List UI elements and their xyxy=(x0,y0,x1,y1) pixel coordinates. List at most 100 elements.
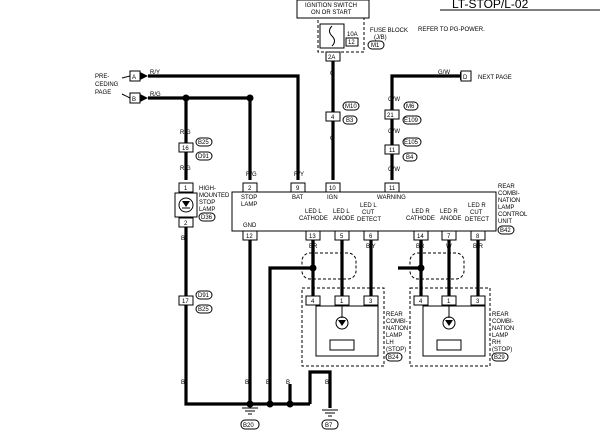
wire-label-gw1: G/W xyxy=(388,97,400,103)
unit-stop-lamp-2: LAMP xyxy=(241,202,257,208)
conn-d36: D36 xyxy=(201,215,213,221)
pin-5: 5 xyxy=(340,234,344,240)
pin-13: 13 xyxy=(309,234,316,240)
wire-unit-gnd: B xyxy=(245,240,252,406)
conn-b3: B3 xyxy=(346,118,354,124)
wire-label-g1: G xyxy=(330,71,335,77)
wire-g-ign: G 4 M10 B3 G 10 xyxy=(325,61,360,193)
wire-label-br-r: BR xyxy=(416,244,425,250)
wire-label-rg-left: R/G xyxy=(150,92,161,98)
wire-label-rg-1: R/G xyxy=(180,130,191,136)
page-title: LT-STOP/L-02 xyxy=(452,0,529,11)
wire-label-gw-top: G/W xyxy=(438,70,450,76)
rear-lamp-rh: 4 1 3 REAR COMBI- NATION LAMP RH (STOP) … xyxy=(409,287,514,367)
lamp-rh-label-4: LAMP xyxy=(492,333,508,339)
pin-rh-3: 3 xyxy=(476,299,480,305)
fuse-pin-2a: 2A xyxy=(328,55,335,61)
conn-e109: E109 xyxy=(404,118,419,124)
wires-rh: BR W B/R xyxy=(398,240,484,296)
unit-led-r-cathode-1: LED R xyxy=(412,209,430,215)
pin-9: 9 xyxy=(296,186,300,192)
wire-label-b-gnd2: B xyxy=(286,380,290,386)
wire-label-w-r: W xyxy=(446,244,452,250)
control-unit: STOP LAMP BAT IGN WARNING GND LED L CATH… xyxy=(231,184,528,241)
lamp-rh-label-5: RH xyxy=(492,340,501,346)
unit-led-l-cut-3: DETECT xyxy=(357,217,381,223)
wire-label-b-hmsl2: B xyxy=(181,380,185,386)
high-mounted-stop-lamp: 1 2 HIGH- MOUNTED STOP LAMP D36 xyxy=(174,182,230,228)
fuse-block-jb: (J/B) xyxy=(374,35,387,41)
fuse-connector-m1: M1 xyxy=(371,43,380,49)
ground-wires: B B B20 B7 xyxy=(240,370,339,430)
unit-label-5: CONTROL xyxy=(498,212,528,218)
conn-b42: B42 xyxy=(500,228,511,234)
wire-label-ry-bat: R/Y xyxy=(294,172,304,178)
unit-warning: WARNING xyxy=(377,195,406,201)
conn-e105: E105 xyxy=(404,140,419,146)
unit-label-3: NATION xyxy=(498,198,520,204)
conn-b20: B20 xyxy=(243,423,254,429)
unit-led-r-cathode-2: CATHODE xyxy=(406,216,435,222)
lamp-lh-label-6: (STOP) xyxy=(386,347,406,353)
unit-led-l-cut-1: LED L xyxy=(360,203,377,209)
pin-rh-1: 1 xyxy=(447,299,451,305)
unit-led-l-cut-2: CUT xyxy=(362,210,375,216)
conn-b25-top: B25 xyxy=(198,140,209,146)
wire-label-rg-3: R/G xyxy=(246,172,257,178)
pin-4-b3: 4 xyxy=(331,115,335,121)
pin-rh-4: 4 xyxy=(419,299,423,305)
conn-b4: B4 xyxy=(406,155,414,161)
unit-label-6: UNIT xyxy=(498,219,512,225)
unit-led-r-cut-3: DETECT xyxy=(465,217,489,223)
unit-led-r-cut-1: LED R xyxy=(468,203,486,209)
preceding-label-3: PAGE xyxy=(95,90,111,96)
conn-b24: B24 xyxy=(388,355,399,361)
unit-stop-lamp-1: STOP xyxy=(241,195,257,201)
hmsl-label-4: LAMP xyxy=(199,207,215,213)
led-lh-icon xyxy=(338,320,346,326)
wire-label-b-gnd: B xyxy=(245,380,249,386)
wire-label-bl-r: B/R xyxy=(473,244,484,250)
lamp-lh-label-4: LAMP xyxy=(386,333,402,339)
unit-led-l-anode-1: LED L xyxy=(333,209,350,215)
pin-6: 6 xyxy=(369,234,373,240)
fuse-amperage: 10A xyxy=(347,32,358,38)
pin-16: 16 xyxy=(182,146,189,152)
unit-label-4: LAMP xyxy=(498,205,514,211)
wire-label-rg-2: R/G xyxy=(180,166,191,172)
ignition-switch-state: ON OR START xyxy=(311,10,352,16)
conn-m10: M10 xyxy=(345,104,357,110)
wire-label-br-l: BR xyxy=(309,244,318,250)
wires-lh: BR Y B/Y B xyxy=(266,240,376,404)
wire-label-by-l: B/Y xyxy=(366,244,376,250)
pin-2: 2 xyxy=(248,186,252,192)
fuse-block-label: FUSE BLOCK xyxy=(370,28,408,34)
preceding-label-1: PRE- xyxy=(95,74,109,80)
next-page-ref-d: D xyxy=(463,75,468,81)
unit-ign: IGN xyxy=(327,195,338,201)
pin-8: 8 xyxy=(476,234,480,240)
pin-14: 14 xyxy=(417,234,424,240)
led-icon xyxy=(182,201,190,207)
pin-12: 12 xyxy=(246,234,253,240)
wire-label-b-gnd3: B xyxy=(325,380,329,386)
pin-hmsl-2: 2 xyxy=(184,221,188,227)
rear-lamp-lh: 4 1 3 REAR COMBI- NATION LAMP LH (STOP) … xyxy=(301,287,408,367)
wire-ry-bat: R/Y 9 xyxy=(148,74,306,193)
lamp-rh-label-1: REAR xyxy=(492,312,509,318)
unit-gnd: GND xyxy=(243,223,257,229)
lamp-rh-label-3: NATION xyxy=(492,326,514,332)
pin-hmsl-1: 1 xyxy=(184,186,188,192)
lamp-lh-label-5: LH xyxy=(386,340,394,346)
unit-led-l-cathode-2: CATHODE xyxy=(299,216,328,222)
preceding-label-2: CEDING xyxy=(95,82,119,88)
pin-21: 21 xyxy=(387,113,394,119)
ref-b: B xyxy=(132,97,136,103)
title-banner: LT-STOP/L-02 xyxy=(440,0,600,11)
wire-label-y-l: Y xyxy=(340,244,344,250)
preceding-page: PRE- CEDING PAGE A B R/Y R/G xyxy=(95,70,161,104)
pin-lh-1: 1 xyxy=(340,299,344,305)
refer-note: REFER TO PG-POWER. xyxy=(418,27,485,33)
pin-17: 17 xyxy=(182,299,189,305)
